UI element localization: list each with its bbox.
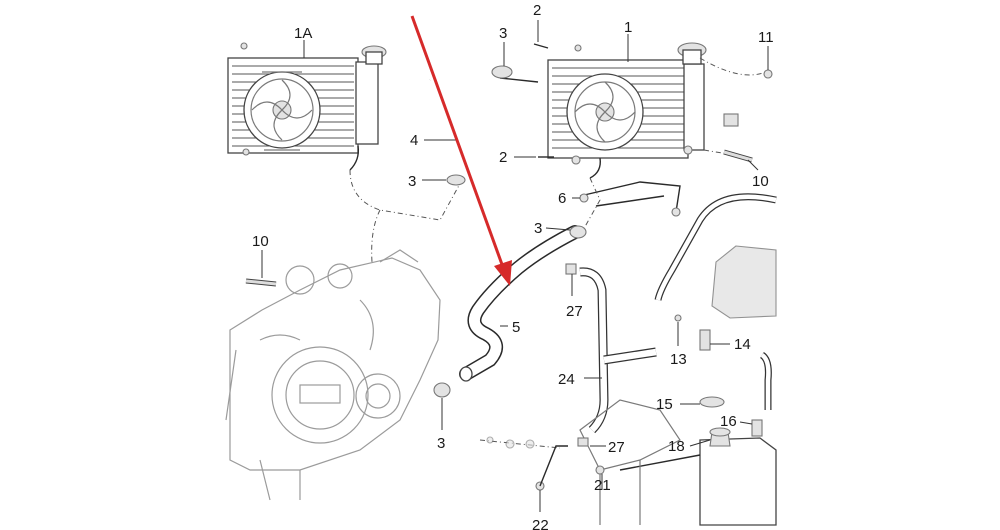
leader-lines — [261, 20, 769, 512]
hose-24 — [579, 267, 657, 434]
callout-3-left: 3 — [408, 173, 416, 190]
callout-2-mid: 2 — [499, 149, 507, 166]
engine-block — [225, 249, 441, 501]
callout-21: 21 — [594, 477, 611, 494]
callout-labels: 1A 1 2 2 3 3 3 3 4 5 6 10 10 11 13 14 15… — [252, 2, 774, 530]
callout-13: 13 — [670, 351, 687, 368]
clamp-3-bottom-icon — [433, 382, 451, 398]
callout-3-bottom: 3 — [437, 435, 445, 452]
bracket-6 — [579, 181, 681, 217]
callout-10-left: 10 — [252, 233, 269, 250]
callout-5: 5 — [512, 319, 520, 336]
callout-3-mid: 3 — [534, 220, 542, 237]
clamp-3-mid-icon — [569, 225, 587, 239]
callout-6: 6 — [558, 190, 566, 207]
callout-3-top: 3 — [499, 25, 507, 42]
connection-lines — [349, 57, 767, 449]
callout-10-right: 10 — [752, 173, 769, 190]
hose-4 — [427, 71, 539, 170]
callout-1: 1 — [624, 19, 632, 36]
clamp-3-left-icon — [446, 174, 466, 186]
callout-16: 16 — [720, 413, 737, 430]
callout-15: 15 — [656, 396, 673, 413]
radiator-1a — [227, 42, 387, 171]
callout-2-top: 2 — [533, 2, 541, 19]
callout-24: 24 — [558, 371, 575, 388]
hose-5 — [459, 225, 582, 382]
callout-27-bottom: 27 — [608, 439, 625, 456]
red-arrow — [410, 15, 512, 286]
radiator-1 — [547, 42, 707, 179]
callout-14: 14 — [734, 336, 751, 353]
coolant-reservoir — [619, 427, 777, 526]
callout-27-top: 27 — [566, 303, 583, 320]
callout-4: 4 — [410, 132, 418, 149]
overflow-hose — [654, 193, 777, 410]
callout-18: 18 — [668, 438, 685, 455]
callout-1a: 1A — [294, 25, 312, 42]
hardware — [245, 43, 773, 491]
clamp-3-top-icon — [491, 65, 513, 79]
callout-22: 22 — [532, 517, 549, 530]
callout-11: 11 — [758, 29, 774, 46]
